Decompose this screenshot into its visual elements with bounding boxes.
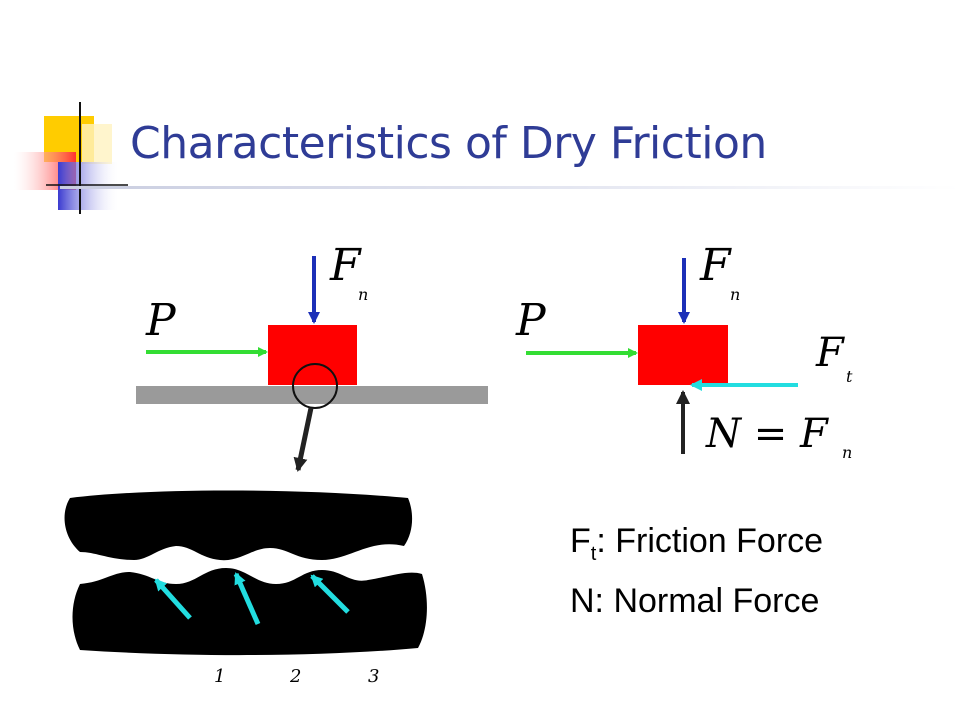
contact-arrow-1: [154, 578, 192, 620]
label-p-right: P: [515, 295, 547, 346]
block: [638, 325, 728, 385]
slide-title: Characteristics of Dry Friction: [130, 118, 767, 169]
right-free-body: P F n F t N = F n: [515, 240, 853, 462]
contact-label-2: 2: [289, 666, 301, 687]
label-fn-left: F: [329, 240, 362, 291]
zoom-pointer-arrow: [293, 407, 314, 472]
contact-arrow-3: [310, 574, 350, 614]
contact-label-1: 1: [214, 666, 225, 687]
force-legend: Ft: Friction Force N: Normal Force: [570, 518, 823, 625]
label-ft-right-sub: t: [846, 367, 853, 386]
upper-body: [64, 490, 413, 561]
label-fn-right: F: [699, 240, 732, 291]
title-divider: [60, 186, 960, 189]
label-n-equals-fn: N = F: [705, 411, 829, 457]
legend-friction: Ft: Friction Force: [570, 522, 824, 565]
label-fn-right-sub: n: [730, 285, 740, 304]
block: [268, 325, 357, 385]
label-ft-right: F: [815, 330, 845, 376]
label-n-equals-fn-sub: n: [842, 443, 852, 462]
contact-zoom-circle: [292, 363, 338, 409]
contact-label-3: 3: [368, 666, 379, 687]
label-p-left: P: [145, 295, 177, 346]
surface-asperity-detail: 1 2 3: [64, 490, 427, 687]
legend-normal: N: Normal Force: [570, 581, 820, 620]
left-free-body: P F n: [136, 240, 488, 472]
lower-body: [72, 568, 427, 656]
ground-surface: [136, 386, 488, 404]
label-fn-left-sub: n: [358, 285, 368, 304]
contact-arrow-2: [233, 572, 261, 626]
